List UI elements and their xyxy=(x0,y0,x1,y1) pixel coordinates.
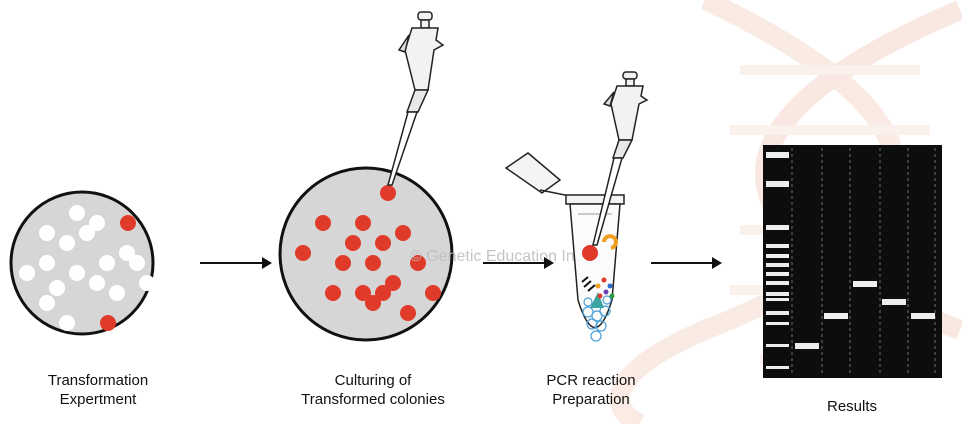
nucleotides xyxy=(595,277,615,299)
step-label-pcr: PCR reaction Preparation xyxy=(531,371,651,409)
step-4-line-1: Results xyxy=(826,398,878,415)
step-1-line-1: Transformation xyxy=(47,372,149,389)
arrow-1 xyxy=(200,257,272,269)
ladder-bands xyxy=(766,152,789,369)
micropipette-icon xyxy=(592,71,649,246)
micropipette-icon xyxy=(387,11,445,186)
step-label-results: Results xyxy=(802,397,902,416)
step-2-line-2: Transformed colonies xyxy=(301,391,445,408)
arrow-2 xyxy=(483,257,554,269)
pcr-tube-icon xyxy=(504,152,625,342)
red-colonies xyxy=(295,185,441,321)
sample-bands xyxy=(795,281,935,349)
red-colonies xyxy=(100,215,136,331)
white-colonies xyxy=(19,205,155,331)
step-3-line-2: Preparation xyxy=(552,391,630,408)
petri-plate-culturing xyxy=(278,166,454,342)
step-label-transformation: Transformation Expertment xyxy=(22,371,174,409)
petri-plate-transformation xyxy=(9,190,155,336)
dna-fragments xyxy=(582,295,612,342)
step-label-culturing: Culturing of Transformed colonies xyxy=(281,371,465,409)
gel-image xyxy=(763,145,942,378)
arrow-3 xyxy=(651,257,722,269)
lane-dividers xyxy=(791,148,936,375)
step-1-line-2: Expertment xyxy=(59,391,137,408)
step-2-line-1: Culturing of xyxy=(334,372,412,389)
watermark-text: © Genetic Education Inc. xyxy=(410,248,587,265)
step-3-line-1: PCR reaction xyxy=(546,372,636,389)
